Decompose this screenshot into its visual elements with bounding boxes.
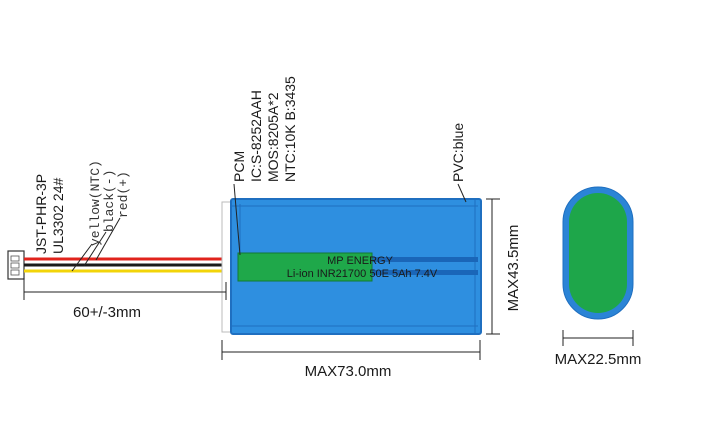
pcm-title: PCM <box>231 151 247 182</box>
width-label: MAX22.5mm <box>555 351 642 368</box>
wire-spec: UL3302 24# <box>50 177 66 254</box>
length-dimension <box>221 340 481 360</box>
height-label: MAX43.5mm <box>505 225 522 312</box>
cross-section <box>562 186 634 320</box>
height-dimension <box>486 198 500 335</box>
pcm-mos: MOS:8205A*2 <box>265 92 281 182</box>
pvc-label: PVC:blue <box>450 123 466 182</box>
wire-length-dimension <box>23 278 227 300</box>
wire-label-yellow: yellow(NTC) <box>88 160 103 246</box>
wire-length-label: 60+/-3mm <box>73 304 141 321</box>
pcm-ntc: NTC:10K B:3435 <box>282 76 298 182</box>
cross-section-inner <box>569 193 627 313</box>
wire-label-red: red(+) <box>116 171 131 218</box>
battery-body: MP ENERGY Li-ion INR21700 50E 5Ah 7.4V <box>221 198 482 335</box>
label-brand: MP ENERGY <box>327 255 393 267</box>
jst-connector <box>7 250 25 280</box>
length-label: MAX73.0mm <box>305 363 392 380</box>
wire-label-black: black(-) <box>102 170 117 232</box>
pcm-leader <box>233 183 241 256</box>
wire-harness <box>24 257 238 273</box>
pcm-ic: IC:S-8252AAH <box>248 90 264 182</box>
pcm-board <box>237 252 373 282</box>
width-dimension <box>562 330 634 346</box>
pvc-leader <box>457 183 467 203</box>
wire-leaders <box>71 217 121 272</box>
label-model: Li-ion INR21700 50E 5Ah 7.4V <box>287 268 438 280</box>
connector-model: JST-PHR-3P <box>33 174 49 254</box>
